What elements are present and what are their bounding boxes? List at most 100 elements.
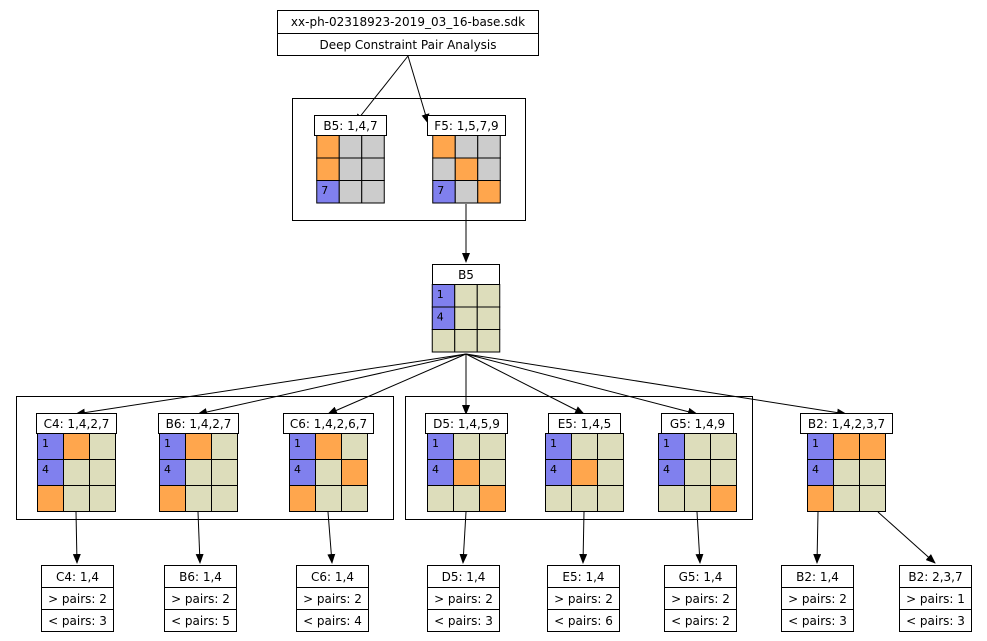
cell-digit: 4 — [294, 463, 301, 476]
grid-cell — [710, 433, 737, 460]
grid-cell — [454, 180, 479, 204]
grid-cell — [479, 459, 506, 486]
less-pairs: < pairs: 3 — [906, 614, 965, 628]
cell-digit: 7 — [437, 184, 444, 197]
cell-digit: 1 — [432, 437, 439, 450]
grid-cell — [185, 433, 212, 460]
edge-arrow — [465, 353, 698, 416]
less-pairs: < pairs: 3 — [434, 614, 493, 628]
cell-digit: 4 — [437, 311, 444, 324]
less-pairs: < pairs: 4 — [303, 614, 362, 628]
greater-pairs: > pairs: 2 — [48, 592, 107, 606]
middle-cluster-frame — [405, 396, 753, 520]
edge-arrow — [813, 511, 822, 564]
edge-arrow — [465, 353, 585, 415]
grid-cell — [684, 433, 711, 460]
cell-digit: 4 — [164, 463, 171, 476]
grid-cell — [361, 157, 385, 181]
greater-pairs: > pairs: 2 — [788, 592, 847, 606]
grid-cell — [454, 284, 478, 308]
grid-cell — [159, 459, 186, 486]
grid-cell — [341, 485, 368, 512]
grid-cell — [476, 329, 501, 353]
grid-cell — [453, 433, 480, 460]
grid-cell — [159, 485, 186, 512]
cell-digit: 1 — [164, 437, 171, 450]
grid-node-c6-14267: C6: 1,4,2,6,714 — [283, 413, 374, 512]
grid-cell — [833, 459, 860, 486]
grid-cell — [289, 485, 316, 512]
cell-digit: 4 — [42, 463, 49, 476]
grid-cell — [341, 459, 368, 486]
edge-arrow — [197, 353, 467, 416]
header-subtitle: Deep Constraint Pair Analysis — [319, 38, 496, 52]
grid-node-b6-1427: B6: 1,4,2,714 — [158, 413, 239, 512]
grid-node-f5-1579: F5: 1,5,7,97 — [427, 115, 506, 204]
edge-arrow — [877, 511, 936, 564]
grid-cell — [316, 135, 340, 159]
grid-cell — [454, 157, 479, 181]
leaf-title: C6: 1,4 — [311, 570, 354, 584]
grid-cell — [476, 284, 501, 308]
grid-cell — [859, 459, 886, 486]
grid-cell — [859, 433, 886, 460]
grid-cell — [185, 485, 212, 512]
grid-cell — [658, 485, 685, 512]
grid-cell — [571, 459, 598, 486]
grid-cell — [479, 433, 506, 460]
node-title: B5 — [458, 268, 474, 282]
grid-cell — [453, 459, 480, 486]
edge-arrow — [695, 511, 704, 564]
edges — [72, 55, 936, 564]
greater-pairs: > pairs: 2 — [554, 592, 613, 606]
leaf-node-g5: G5: 1,4> pairs: 2< pairs: 2 — [664, 565, 737, 632]
grid-cell — [476, 306, 501, 330]
edge-arrow — [327, 353, 467, 415]
grid-cell — [454, 329, 478, 353]
grid-cell — [859, 485, 886, 512]
grid-cell — [159, 433, 186, 460]
grid-cell — [658, 433, 685, 460]
grid-cell — [361, 135, 385, 159]
grid-cell — [545, 459, 572, 486]
cell-digit: 1 — [294, 437, 301, 450]
cell-digit: 7 — [321, 184, 328, 197]
edge-arrow — [465, 353, 847, 417]
grid-cell — [432, 157, 456, 181]
grid-cell — [211, 459, 238, 486]
grid-cell — [833, 485, 860, 512]
edge-arrow — [72, 511, 81, 564]
greater-pairs: > pairs: 1 — [906, 592, 965, 606]
grid-cell — [185, 459, 212, 486]
grid-cell — [833, 433, 860, 460]
leaf-node-d5: D5: 1,4 > pairs: 2 < pairs: 3 — [427, 565, 500, 632]
grid-cell — [710, 459, 737, 486]
grid-cell — [63, 485, 90, 512]
cell-digit: 4 — [663, 463, 670, 476]
grid-cell — [341, 433, 368, 460]
leaf-node-c4: C4: 1,4> pairs: 2< pairs: 3 — [41, 565, 114, 632]
grid-cell — [315, 433, 342, 460]
grid-cell — [63, 433, 90, 460]
edge-arrow — [75, 353, 467, 417]
grid-cell — [477, 180, 501, 204]
less-pairs: < pairs: 2 — [671, 614, 730, 628]
less-pairs: < pairs: 3 — [788, 614, 847, 628]
leaf-title: E5: 1,4 — [562, 570, 604, 584]
cluster-frames — [16, 98, 753, 520]
node-title: E5: 1,4,5 — [558, 417, 612, 431]
edge-arrow — [327, 511, 336, 564]
leaf-title: D5: 1,4 — [442, 570, 486, 584]
grid-cell — [432, 135, 456, 159]
grid-cell — [63, 459, 90, 486]
grid-cell — [338, 135, 363, 159]
edge-arrow — [579, 511, 588, 564]
grid-cell — [89, 433, 116, 460]
leaf-title: B2: 1,4 — [796, 570, 839, 584]
greater-pairs: > pairs: 2 — [434, 592, 493, 606]
grid-cell — [454, 135, 479, 159]
grid-node-c4-1427: C4: 1,4,2,714 — [36, 413, 117, 512]
grid-cell — [89, 485, 116, 512]
